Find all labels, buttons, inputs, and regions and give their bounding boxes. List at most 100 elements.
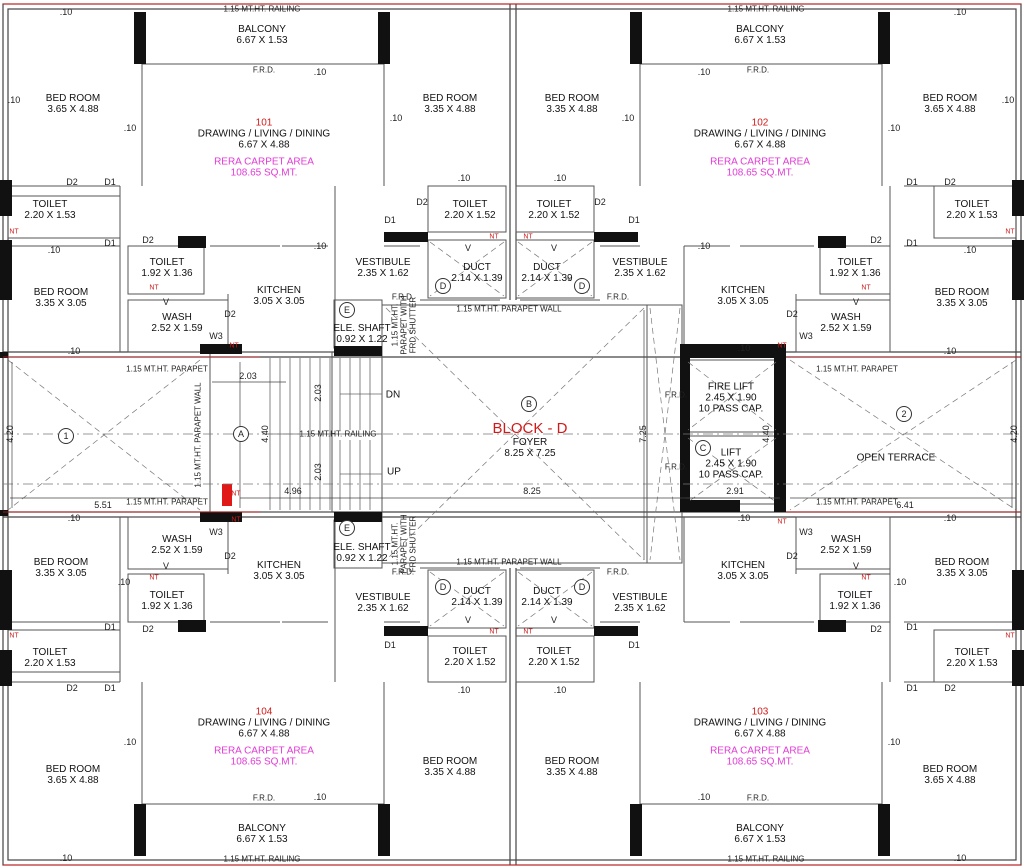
frd-note: F.R.D. bbox=[746, 793, 770, 803]
nt-marker: NT bbox=[231, 490, 241, 498]
wall-thickness-label: .10 bbox=[313, 67, 327, 77]
nt-marker: NT bbox=[9, 632, 19, 640]
frd-note: F.R.D. bbox=[252, 793, 276, 803]
door-tag: D2 bbox=[142, 624, 154, 634]
door-tag: D2 bbox=[224, 309, 236, 319]
wall-thickness-label: .10 bbox=[123, 123, 137, 133]
railing-note: 1.15 MT.HT. RAILING bbox=[727, 854, 805, 864]
wall-thickness-label: .10 bbox=[943, 346, 957, 356]
grid-marker-1: 1 bbox=[58, 428, 74, 444]
nt-marker: NT bbox=[489, 233, 499, 241]
dimension-label: 4.40 bbox=[761, 425, 771, 443]
dimension-label: 4.20 bbox=[5, 425, 15, 443]
vent-tag: V bbox=[550, 243, 558, 253]
nt-marker: NT bbox=[1005, 632, 1015, 640]
door-tag: D2 bbox=[944, 683, 956, 693]
door-tag: D1 bbox=[906, 622, 918, 632]
vent-tag: V bbox=[162, 561, 170, 571]
wall-thickness-label: .10 bbox=[59, 7, 73, 17]
frd-note: F.R.D. bbox=[606, 567, 630, 577]
unit-102-walls bbox=[515, 63, 1017, 353]
dimension-label: 4.20 bbox=[1009, 425, 1019, 443]
dimension-label: 6.41 bbox=[896, 500, 914, 510]
door-tag: D1 bbox=[906, 238, 918, 248]
door-tag: D1 bbox=[104, 238, 116, 248]
solid-walls bbox=[0, 12, 1024, 856]
vent-tag: V bbox=[464, 615, 472, 625]
door-tag: D1 bbox=[384, 215, 396, 225]
dimension-lines bbox=[10, 310, 1016, 560]
wall-thickness-label: .10 bbox=[389, 113, 403, 123]
nt-marker: NT bbox=[777, 518, 787, 526]
dimension-label: 7.25 bbox=[638, 425, 648, 443]
wall-thickness-label: .10 bbox=[553, 173, 567, 183]
wall-thickness-label: .10 bbox=[893, 577, 907, 587]
door-tag: D2 bbox=[142, 235, 154, 245]
vent-tag: V bbox=[852, 297, 860, 307]
wall-thickness-label: .10 bbox=[47, 245, 61, 255]
parapet-shutter-note: 1.15 MT.HT. PARAPET WITH FRD SHUTTER bbox=[390, 514, 418, 574]
grid-marker-b: B bbox=[521, 396, 537, 412]
nt-marker: NT bbox=[489, 628, 499, 636]
door-tag: D2 bbox=[870, 624, 882, 634]
frd-note: F.R.D. bbox=[391, 567, 415, 577]
wall-thickness-label: .10 bbox=[737, 513, 751, 523]
dimension-label: 8.25 bbox=[523, 486, 541, 496]
grid-marker-d: D bbox=[574, 579, 590, 595]
wall-thickness-label: .10 bbox=[887, 737, 901, 747]
wall-thickness-label: .10 bbox=[59, 853, 73, 863]
wall-thickness-label: .10 bbox=[697, 792, 711, 802]
dimension-label: 2.91 bbox=[726, 486, 744, 496]
frd-note: F.R.D. bbox=[664, 390, 688, 400]
parapet-wall-note: 1.15 MT.HT. PARAPET WALL bbox=[456, 304, 562, 314]
dimension-label: 2.03 bbox=[313, 463, 323, 481]
diagonal-lines bbox=[3, 241, 1021, 627]
door-tag: D2 bbox=[224, 551, 236, 561]
door-tag: D1 bbox=[384, 640, 396, 650]
parapet-wall-note: 1.15 MT.HT. PARAPET WALL bbox=[456, 557, 562, 567]
window-tag: W3 bbox=[209, 527, 223, 537]
red-markings bbox=[3, 3, 1021, 866]
door-tag: D2 bbox=[786, 309, 798, 319]
frd-note: F.R.D. bbox=[391, 292, 415, 302]
door-tag: D2 bbox=[66, 683, 78, 693]
nt-marker: NT bbox=[229, 342, 239, 350]
nt-marker: NT bbox=[231, 516, 241, 524]
door-tag: D1 bbox=[628, 215, 640, 225]
wall-thickness-label: .10 bbox=[963, 245, 977, 255]
railing-note: 1.15 MT.HT. RAILING bbox=[223, 854, 301, 864]
wall-thickness-label: .10 bbox=[457, 685, 471, 695]
window-tag: W3 bbox=[209, 331, 223, 341]
window-tag: W3 bbox=[799, 331, 813, 341]
door-tag: D2 bbox=[594, 197, 606, 207]
